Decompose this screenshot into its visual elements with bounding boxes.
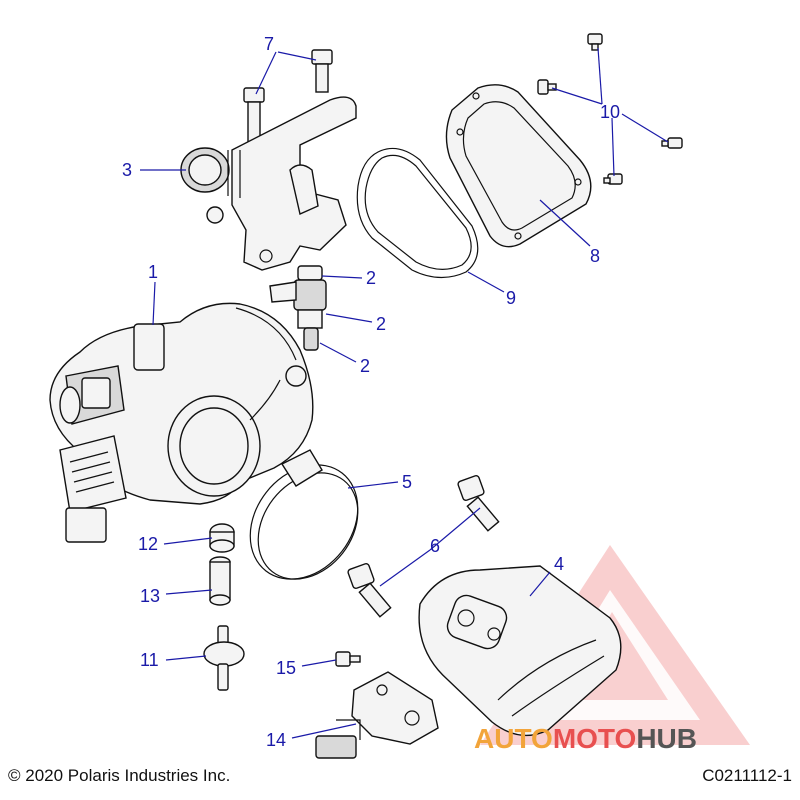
callout-10: 10: [600, 102, 620, 122]
callout-13: 13: [140, 586, 160, 606]
callout-2c: 2: [360, 356, 370, 376]
callout-1: 1: [148, 262, 158, 282]
sensor-14: [315, 671, 439, 759]
callout-12: 12: [138, 534, 158, 554]
bolt-6b: [347, 562, 392, 618]
callout-2a: 2: [366, 268, 376, 288]
throttle-body-1: [49, 302, 314, 543]
injector-2: [269, 265, 327, 351]
watermark-auto: AUTO: [474, 723, 553, 754]
callout-4: 4: [554, 554, 564, 574]
callout-9: 9: [506, 288, 516, 308]
watermark-hub: HUB: [636, 723, 697, 754]
watermark-moto: MOTO: [553, 723, 636, 754]
screws-10: [537, 33, 683, 185]
callout-8: 8: [590, 246, 600, 266]
valve-11: [203, 625, 245, 691]
bolt-7b: [311, 49, 333, 93]
document-code: C0211112-1: [702, 766, 792, 785]
callout-6: 6: [430, 536, 440, 556]
callout-7: 7: [264, 34, 274, 54]
fuel-rail-3: [180, 96, 357, 271]
watermark-text: AUTOMOTOHUB: [474, 723, 697, 754]
intake-adapter-4: [418, 565, 622, 737]
callout-11: 11: [140, 650, 159, 670]
callout-3: 3: [122, 160, 132, 180]
callout-5: 5: [402, 472, 412, 492]
bolt-7a: [243, 87, 265, 145]
leader-lines: [140, 47, 669, 739]
copyright-text: © 2020 Polaris Industries Inc.: [8, 766, 231, 785]
callout-15: 15: [276, 658, 296, 678]
screw-15: [335, 651, 361, 667]
gasket-9: [356, 147, 479, 279]
cap-12: [209, 523, 235, 553]
bolt-6a: [457, 474, 500, 532]
callouts: 7 3 1 2 2 2 5 6 4 10 8 9 12 13 11 15 14: [122, 34, 620, 750]
sleeve-13: [209, 556, 231, 606]
callout-14: 14: [266, 730, 286, 750]
callout-2b: 2: [376, 314, 386, 334]
clamp-5: [249, 449, 359, 580]
cover-plate-8: [445, 84, 592, 248]
